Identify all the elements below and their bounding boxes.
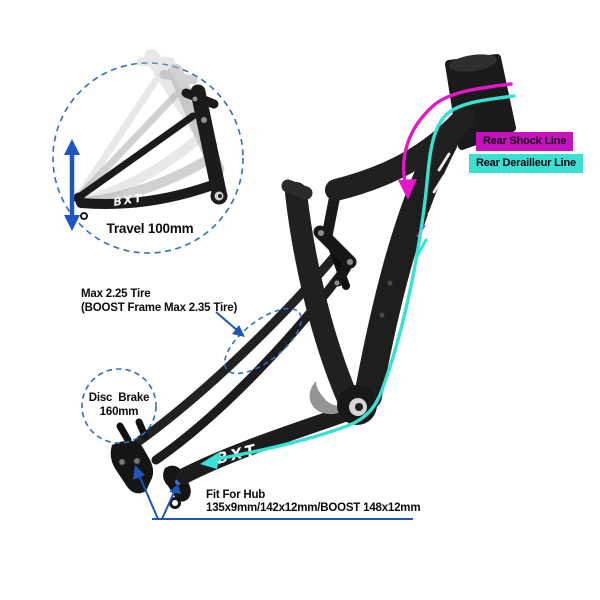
derailleur-line-arrowhead bbox=[200, 451, 221, 469]
max-tire-line2: (BOOST Frame Max 2.35 Tire) bbox=[81, 302, 238, 314]
shock-line-arrowhead bbox=[398, 179, 417, 200]
disc-brake-line2: 160mm bbox=[99, 405, 139, 418]
dropout-bolt-2 bbox=[133, 457, 141, 465]
seat-tube bbox=[285, 182, 361, 415]
rear-derailleur-line-label: Rear Derailleur Line bbox=[469, 154, 583, 173]
detail-dashed-circle bbox=[52, 62, 244, 254]
travel-arrow bbox=[64, 139, 80, 231]
chainstay bbox=[176, 404, 358, 484]
mini-seatstay bbox=[75, 112, 197, 201]
max-tire-line1: Max 2.25 Tire bbox=[81, 288, 151, 300]
bottle-bolt-2 bbox=[379, 312, 385, 318]
rear-shock-line-curve bbox=[398, 82, 513, 200]
annotation-overlays bbox=[81, 82, 516, 520]
rear-derailleur-line-curve bbox=[200, 94, 516, 469]
rocker-link-1 bbox=[313, 225, 357, 269]
travel-detail-inset: BXT bbox=[52, 48, 244, 254]
mini-bxt-logo: BXT bbox=[112, 191, 144, 209]
disc-brake-dashed-circle bbox=[81, 368, 157, 444]
mini-hanger bbox=[80, 212, 88, 220]
mini-rear-triangle: BXT bbox=[73, 84, 228, 220]
top-tube bbox=[325, 107, 475, 201]
derailleur-hanger bbox=[169, 497, 181, 509]
max-tire-arrow bbox=[215, 311, 245, 337]
brake-post-1 bbox=[116, 422, 132, 444]
travel-label: Travel 100mm bbox=[106, 221, 194, 236]
max-tire-label: Max 2.25 Tire (BOOST Frame Max 2.35 Tire… bbox=[81, 287, 237, 315]
tire-clearance-dashed-ellipse bbox=[223, 307, 303, 375]
mini-seat-member bbox=[190, 84, 227, 200]
rear-shock-line-label: Rear Shock Line bbox=[476, 132, 574, 151]
seat-clamp bbox=[281, 179, 313, 200]
seatstay-lower bbox=[151, 257, 355, 465]
headtube-top-cap bbox=[449, 54, 497, 72]
hub-label: Fit For Hub 135x9mm/142x12mm/BOOST 148x1… bbox=[206, 489, 421, 515]
hub-line2: 135x9mm/142x12mm/BOOST 148x12mm bbox=[206, 502, 421, 514]
chainstay-yoke bbox=[309, 381, 349, 415]
dropout-bolt-1 bbox=[118, 458, 126, 466]
down-tube bbox=[354, 128, 458, 410]
disc-brake-line1: Disc Brake bbox=[88, 392, 150, 404]
hub-line1: Fit For Hub bbox=[206, 489, 266, 501]
mini-link bbox=[181, 88, 219, 109]
mini-chainstay bbox=[76, 181, 215, 209]
dropout-plate bbox=[110, 440, 154, 494]
bottle-bolt-1 bbox=[387, 280, 393, 286]
hub-callout bbox=[133, 465, 413, 520]
disc-brake-label: Disc Brake 160mm bbox=[80, 392, 158, 419]
mini-dropout bbox=[73, 192, 85, 204]
